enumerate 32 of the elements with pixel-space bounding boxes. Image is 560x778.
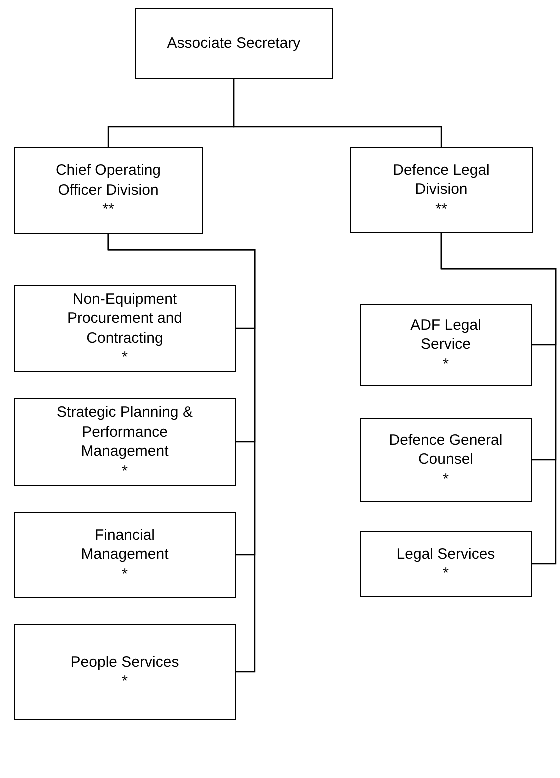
unit-name: Financial Management [80,526,170,565]
rating-mark: * [122,462,128,481]
rating-mark: * [122,348,128,368]
rating-mark: * [122,672,128,692]
unit-name: Defence General Counsel [388,430,504,470]
rating-mark: * [443,564,449,584]
org-box [350,147,533,233]
unit-name: Associate Secretary [167,34,301,54]
unit-name: Non-Equipment Procurement and Contracting [66,290,184,348]
org-box [14,398,236,486]
connector-line [108,234,256,673]
rating-mark: * [443,470,449,490]
org-box [135,8,333,79]
org-box [360,531,532,597]
org-box [14,512,236,598]
org-box [360,418,532,502]
unit-name: People Services [70,652,180,672]
connector-line [233,79,442,147]
unit-name: Strategic Planning & Performance Management [56,403,194,462]
rating-mark: * [122,564,128,584]
unit-name: Legal Services [396,544,496,564]
rating-mark: ** [436,200,448,220]
rating-mark: * [443,354,449,374]
org-box [360,304,532,386]
connector-line [440,233,557,565]
rating-mark: ** [102,200,114,220]
org-box [14,624,236,720]
org-box [14,285,236,372]
unit-name: ADF Legal Service [410,316,482,355]
org-box [14,147,203,234]
unit-name: Defence Legal Division [392,160,491,200]
unit-name: Chief Operating Officer Division [54,161,162,200]
